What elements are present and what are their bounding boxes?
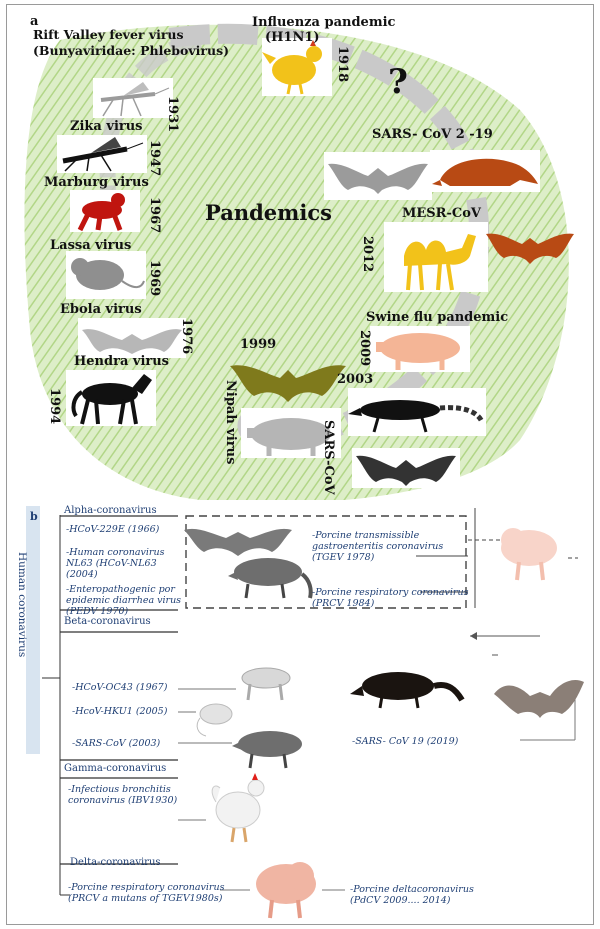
list-item: -SARS-CoV (2003) bbox=[72, 738, 160, 749]
bat-icon bbox=[494, 680, 584, 718]
pig-icon bbox=[370, 326, 470, 372]
group-header: Gamma-coronavirus bbox=[64, 763, 166, 774]
event-year: 2003 bbox=[337, 372, 373, 387]
event-year: 1947 bbox=[147, 140, 162, 176]
list-item: (2004) bbox=[66, 569, 98, 580]
cow-icon bbox=[236, 660, 300, 704]
horse-icon bbox=[66, 370, 156, 426]
event-virus-subtitle: (H1N1) bbox=[265, 30, 320, 45]
group-header: Alpha-coronavirus bbox=[64, 505, 157, 516]
list-item: (PRCV 1984) bbox=[312, 598, 374, 609]
mosquito-icon bbox=[93, 78, 173, 118]
event-year: 1969 bbox=[147, 260, 162, 296]
panel-letter: b bbox=[30, 510, 38, 523]
civet-icon bbox=[232, 731, 302, 768]
event-year: 1967 bbox=[147, 197, 162, 233]
pig-icon bbox=[501, 528, 557, 580]
vertical-label-bar bbox=[26, 506, 40, 754]
list-item: -HcoV-HKU1 (2005) bbox=[72, 706, 167, 717]
event-year: 1994 bbox=[47, 388, 62, 424]
event-virus-label: Swine flu pandemic bbox=[366, 310, 508, 325]
bat-icon bbox=[324, 152, 432, 200]
rat-icon bbox=[66, 251, 146, 299]
list-item: -Infectious bronchitis bbox=[68, 784, 171, 795]
list-item: -HCoV-OC43 (1967) bbox=[72, 682, 167, 693]
event-virus-label: Hendra virus bbox=[74, 354, 169, 369]
event-virus-label: Ebola virus bbox=[60, 302, 142, 317]
bat-icon bbox=[184, 529, 292, 556]
list-item: -Porcine deltacoronavirus bbox=[350, 884, 474, 895]
list-item: -HCoV-229E (1966) bbox=[66, 524, 159, 535]
list-item: epidemic diarrhea virus bbox=[66, 595, 181, 606]
event-virus-label: Nipah virus bbox=[223, 380, 238, 464]
event-virus-subtitle: (Bunyaviridae: Phlebovirus) bbox=[33, 43, 229, 58]
list-item: -Human coronavirus bbox=[66, 547, 164, 558]
list-item: (TGEV 1978) bbox=[312, 552, 374, 563]
list-item: -Enteropathogenic por bbox=[66, 584, 175, 595]
pig-icon bbox=[256, 862, 316, 918]
panel-b-coronavirus-tree: b Human coronavirus Alpha-coronavirus -H… bbox=[0, 500, 600, 929]
pangolin-icon bbox=[350, 672, 462, 708]
group-header: Delta-coronavirus bbox=[70, 857, 161, 868]
event-year: 1999 bbox=[240, 337, 276, 352]
list-item: (PdCV 2009.... 2014) bbox=[350, 895, 451, 906]
event-year: 1918 bbox=[335, 46, 350, 82]
event-virus-label: Zika virus bbox=[70, 119, 143, 134]
bat-icon bbox=[352, 448, 460, 488]
event-virus-label: MESR-CoV bbox=[402, 206, 481, 221]
chimpanzee-icon bbox=[70, 190, 140, 232]
bat-icon bbox=[78, 318, 186, 358]
question-mark: ? bbox=[388, 62, 408, 102]
list-item: -Porcine respiratory coronavirus bbox=[68, 882, 224, 893]
event-virus-label: Lassa virus bbox=[50, 238, 131, 253]
event-year: 2012 bbox=[360, 236, 375, 272]
event-virus-label: Rift Valley fever virus bbox=[33, 27, 184, 42]
mouse-icon bbox=[197, 704, 232, 736]
list-item: NL63 (HCoV-NL63 bbox=[66, 558, 157, 569]
rooster-icon bbox=[206, 770, 278, 846]
camel-icon bbox=[384, 222, 488, 292]
event-virus-label: Influenza pandemic bbox=[252, 15, 395, 30]
event-year: 1976 bbox=[179, 318, 194, 354]
event-year: 1931 bbox=[165, 96, 180, 132]
chicken-icon bbox=[262, 38, 332, 96]
civet-icon bbox=[348, 388, 486, 436]
event-virus-label: SARS-CoV bbox=[321, 420, 336, 495]
event-virus-label: Marburg virus bbox=[44, 175, 149, 190]
civet-icon bbox=[228, 558, 311, 598]
panel-a-pandemics: a Influenza pandemic (H1N1) 1918 Rift Va… bbox=[0, 0, 600, 500]
group-header: Beta-coronavirus bbox=[64, 616, 151, 627]
list-item: gastroenteritis coronavirus bbox=[312, 541, 443, 552]
pangolin-icon bbox=[430, 150, 540, 192]
vertical-label: Human coronavirus bbox=[16, 552, 28, 657]
list-item: -SARS- CoV 19 (2019) bbox=[352, 736, 458, 747]
list-item: (PRCV a mutans of TGEV1980s) bbox=[68, 893, 222, 904]
event-virus-label: SARS- CoV 2 -19 bbox=[372, 127, 493, 142]
event-year: 2009 bbox=[357, 330, 372, 366]
list-item: -Porcine respiratory coronavirus bbox=[312, 587, 468, 598]
mosquito-icon bbox=[57, 135, 147, 173]
center-title: Pandemics bbox=[205, 200, 332, 225]
list-item: coronavirus (IBV1930) bbox=[68, 795, 177, 806]
list-item: -Porcine transmissible bbox=[312, 530, 419, 541]
